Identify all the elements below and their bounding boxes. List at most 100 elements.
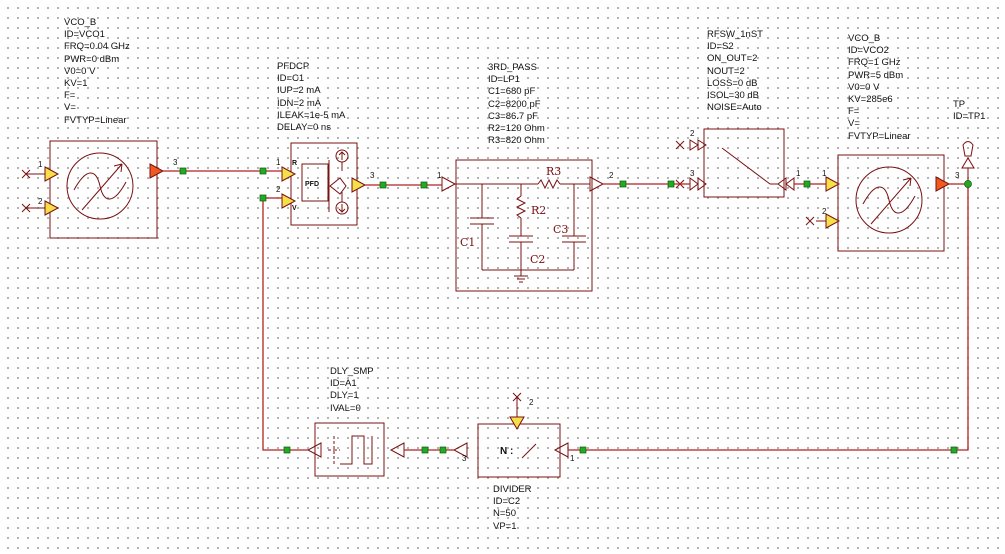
vco2-oscillator-symbol <box>855 166 923 234</box>
delay-block[interactable] <box>306 422 405 477</box>
param-line: KV=285e6 <box>848 94 893 106</box>
param-line: PFDCP <box>277 61 310 72</box>
param-line: LOSS=0 dB <box>707 77 758 89</box>
vco2-pin1-input-port[interactable] <box>825 176 841 192</box>
param-line: FVTYP=Linear <box>64 114 127 126</box>
pfd-v-pin-label: V <box>292 205 297 212</box>
param-line: C3=86.7 pF <box>488 110 538 122</box>
vco1-parameters[interactable]: VCO_B ID=VCO1 FRQ=0.04 GHz PWR=0 dBm V0=… <box>64 17 130 127</box>
vco1-pin1-label: 1 <box>38 160 43 169</box>
wire-delay-to-pfd <box>262 197 308 451</box>
param-line: NOISE=Auto <box>707 102 762 114</box>
test-point-probe-icon <box>961 157 975 169</box>
wire-vco2-to-divider <box>568 184 969 451</box>
param-line: RFSW_1nST <box>707 29 763 40</box>
param-line: ID=C1 <box>277 73 305 85</box>
filter-c1-label: C1 <box>460 236 475 249</box>
delay-parameters[interactable]: DLY_SMP ID=A1 DLY=1 IVAL=0 <box>330 366 374 415</box>
divider-output-port[interactable] <box>452 442 468 458</box>
switch-pin3-port[interactable] <box>689 177 699 191</box>
filter-r2-label: R2 <box>531 204 546 217</box>
filter-parameters[interactable]: 3RD_PASS ID=LP1 C1=680 pF C2=8200 pF C3=… <box>488 62 545 147</box>
tp-parameters[interactable]: TP ID=TP1 <box>953 99 985 123</box>
param-line: FVTYP=Linear <box>848 130 911 142</box>
divider-pin2-label: 2 <box>529 398 534 407</box>
divider-control-port[interactable] <box>509 416 525 430</box>
test-point-head-icon <box>962 141 974 157</box>
vco2-output-port[interactable] <box>935 176 951 192</box>
loop-filter-block[interactable] <box>441 159 605 292</box>
param-line: R3=820 Ohm <box>488 135 545 147</box>
vco2-parameters[interactable]: VCO_B ID=VCO2 FRQ=1 GHz PWR=5 dBm V0=0 V… <box>848 33 911 143</box>
filter-r3-label: R3 <box>546 165 561 178</box>
param-line: V= <box>848 118 860 130</box>
filter-input-port[interactable] <box>441 176 457 192</box>
pfd-parameters[interactable]: PFDCP ID=C1 IUP=2 mA IDN=2 mA ILEAK=1e-5… <box>277 61 345 134</box>
param-line: TP <box>953 99 966 110</box>
param-line: ILEAK=1e-5 mA <box>277 109 346 121</box>
vco2-pin1-label: 1 <box>822 169 827 178</box>
vco1-output-port[interactable] <box>149 163 165 179</box>
switch-parameters[interactable]: RFSW_1nST ID=S2 ON_OUT=2 NOUT=2 LOSS=0 d… <box>707 29 763 114</box>
vco2-pin2-input-port[interactable] <box>825 213 841 229</box>
pfd-v-input-port[interactable] <box>281 193 297 209</box>
pfd-pin3-label: 3 <box>370 171 375 180</box>
param-line: V0=0 V <box>848 81 880 93</box>
divider-pin1-label: 1 <box>570 454 575 463</box>
divider-slash-icon <box>521 443 537 459</box>
param-line: DLY=1 <box>330 390 359 402</box>
vco1-block[interactable] <box>21 140 165 239</box>
param-line: DLY_SMP <box>330 366 374 377</box>
vco2-sine-icon <box>862 186 916 214</box>
param-line: R2=120 Ohm <box>488 123 545 135</box>
param-line: IDN=2 mA <box>277 97 322 109</box>
pfd-pin1-label: 1 <box>276 158 281 167</box>
vco2-block[interactable] <box>805 154 951 252</box>
param-line: VCO_B <box>64 17 97 28</box>
param-line: NOUT=2 <box>707 65 745 77</box>
param-line: V= <box>64 102 76 114</box>
ground-icon <box>514 270 528 283</box>
param-line: VCO_B <box>848 33 881 44</box>
r3-resistor-symbol <box>537 178 561 190</box>
vco1-pin1-input-port[interactable] <box>44 166 60 182</box>
pfd-output-port[interactable] <box>351 177 367 193</box>
param-line: FRQ=0.04 GHz <box>64 41 130 53</box>
pfd-inner-label: PFD <box>305 181 319 188</box>
param-line: F= <box>64 90 76 102</box>
pfd-pin2-label: 2 <box>276 185 281 194</box>
filter-pin2-label: 2 <box>609 171 614 180</box>
pfd-r-pin-label: R <box>292 160 297 167</box>
param-line: PWR=0 dBm <box>64 53 120 65</box>
rf-switch-block[interactable] <box>675 128 795 198</box>
param-line: DIVIDER <box>493 484 532 495</box>
vco1-pin1-open-x <box>21 169 45 179</box>
param-line: ON_OUT=2 <box>707 53 758 65</box>
test-point[interactable] <box>961 141 975 185</box>
divider-block[interactable] <box>452 392 569 478</box>
param-line: PWR=5 dBm <box>848 69 904 81</box>
pfd-r-input-port[interactable] <box>281 166 297 182</box>
vco1-pin2-input-port[interactable] <box>44 200 60 216</box>
pin-numbers: 1 2 3 1 2 3 1 2 2 3 1 1 2 3 2 3 1 <box>38 129 960 463</box>
delay-input-port[interactable] <box>389 442 405 458</box>
param-line: ID=S2 <box>707 41 734 53</box>
switch-pin2-label: 2 <box>690 129 695 138</box>
param-line: IVAL=0 <box>330 402 361 414</box>
filter-c2-label: C2 <box>530 253 545 266</box>
vco1-oscillator-symbol <box>66 152 134 220</box>
vco1-pin2-label: 2 <box>38 197 43 206</box>
param-line: V0=0 V <box>64 65 96 77</box>
r2-resistor-symbol <box>515 195 527 219</box>
switch-pin2-port[interactable] <box>689 139 699 151</box>
delay-output-port[interactable] <box>306 442 322 458</box>
param-line: ID=A1 <box>330 378 357 390</box>
filter-c3-label: C3 <box>553 223 568 236</box>
divider-parameters[interactable]: DIVIDER ID=C2 N=50 VP=1 <box>493 484 532 533</box>
switch-pin1-port[interactable] <box>785 177 795 191</box>
pfd-block[interactable] <box>281 142 367 226</box>
param-line: ID=TP1 <box>953 111 986 123</box>
divider-input-port[interactable] <box>553 442 569 458</box>
vco2-pin2-label: 2 <box>822 207 827 216</box>
